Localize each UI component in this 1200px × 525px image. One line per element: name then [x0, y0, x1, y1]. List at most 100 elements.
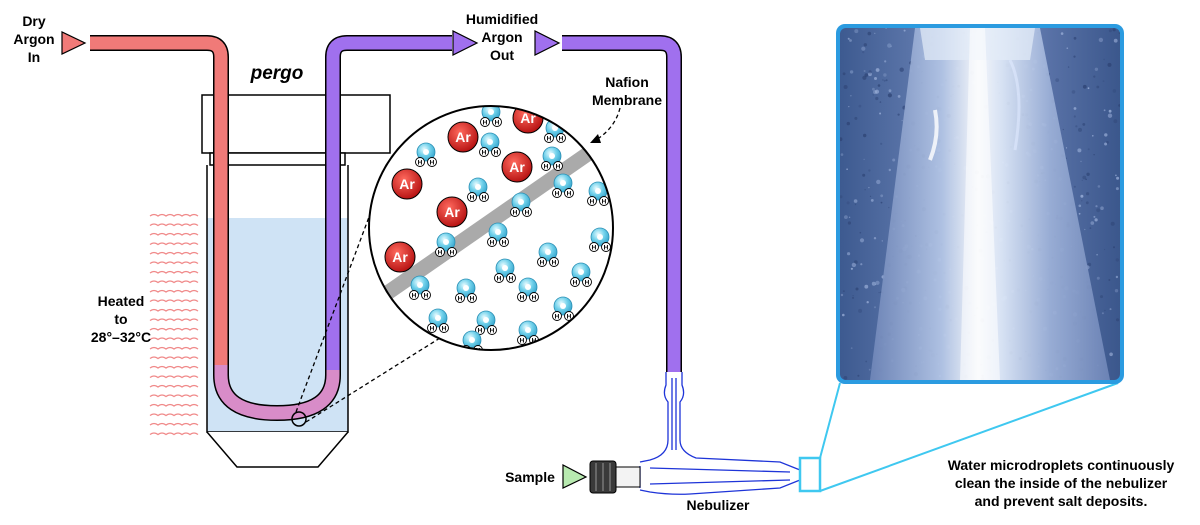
humid-argon-arrow-icon-2	[534, 30, 561, 56]
hydrogen-symbol-label: H	[520, 295, 525, 302]
heat-wave-line	[149, 223, 199, 227]
argon-symbol-label: Ar	[392, 249, 408, 265]
sample-connector	[589, 460, 641, 494]
heat-wave-line	[149, 337, 199, 341]
heat-wave-line	[149, 394, 199, 398]
hydrogen-symbol-label: H	[532, 295, 537, 302]
heat-wave-line	[149, 270, 199, 274]
sample-arrow-icon	[562, 464, 588, 489]
heat-wave-line	[149, 242, 199, 246]
heat-wave-line	[149, 280, 199, 284]
hydrogen-symbol-label: H	[430, 326, 435, 333]
argon-atom-icon: Ar	[391, 168, 423, 200]
hydrogen-symbol-label: H	[559, 136, 564, 143]
hydrogen-symbol-label: H	[590, 199, 595, 206]
argon-symbol-label: Ar	[455, 129, 471, 145]
hydrogen-symbol-label: H	[502, 240, 507, 247]
dry-argon-label-line1: Dry	[22, 13, 46, 29]
argon-atom-icon: Ar	[447, 121, 479, 153]
humid-label-line2: Argon	[481, 29, 522, 45]
nafion-pointer	[595, 107, 621, 141]
hydrogen-symbol-label: H	[470, 296, 475, 303]
heated-label-line3: 28°–32°C	[91, 329, 151, 345]
hydrogen-symbol-label: H	[424, 293, 429, 300]
sample-label: Sample	[505, 469, 555, 485]
humid-label-line1: Humidified	[466, 11, 538, 27]
nafion-pointer-head-icon	[590, 134, 601, 143]
hydrogen-symbol-label: H	[552, 260, 557, 267]
hydrogen-symbol-label: H	[509, 276, 514, 283]
hydrogen-symbol-label: H	[592, 245, 597, 252]
hydrogen-symbol-label: H	[573, 280, 578, 287]
heat-wave-line	[149, 356, 199, 360]
argon-symbol-label: Ar	[399, 176, 415, 192]
hydrogen-symbol-label: H	[490, 240, 495, 247]
vessel-bottom	[206, 431, 349, 468]
heat-wave-line	[149, 213, 199, 217]
nafion-label-line2: Membrane	[592, 92, 662, 108]
heat-wave-line	[149, 384, 199, 388]
argon-symbol-label: Ar	[444, 204, 460, 220]
u-tube-submerged	[213, 365, 341, 422]
heat-wave-line	[149, 308, 199, 312]
hydrogen-symbol-label: H	[585, 280, 590, 287]
hydrogen-symbol-label: H	[513, 210, 518, 217]
heat-wave-line	[149, 375, 199, 379]
caption: Water microdroplets continuously clean t…	[948, 457, 1175, 509]
caption-line3: and prevent salt deposits.	[975, 493, 1148, 509]
hydrogen-symbol-label: H	[430, 160, 435, 167]
caption-line2: clean the inside of the nebulizer	[955, 475, 1168, 491]
hydrogen-symbol-label: H	[470, 195, 475, 202]
argon-atom-icon: Ar	[436, 196, 468, 228]
hydrogen-symbol-label: H	[458, 296, 463, 303]
nafion-label-line1: Nafion	[605, 74, 649, 90]
heat-wave-line	[149, 299, 199, 303]
heat-wave-line	[149, 289, 199, 293]
humid-label-line3: Out	[490, 47, 514, 63]
vessel-cap	[201, 94, 391, 154]
humidified-argon-tube	[325, 35, 452, 370]
hydrogen-symbol-label: H	[490, 328, 495, 335]
hydrogen-symbol-label: H	[604, 245, 609, 252]
heated-label-line2: to	[114, 311, 127, 327]
dry-argon-tube	[90, 35, 229, 370]
hydrogen-symbol-label: H	[602, 199, 607, 206]
nafion-label: Nafion Membrane	[592, 74, 662, 108]
caption-line1: Water microdroplets continuously	[948, 457, 1175, 473]
heat-waves-icon	[149, 213, 199, 436]
humidified-argon-label: Humidified Argon Out	[466, 11, 538, 63]
heated-label: Heated to 28°–32°C	[91, 293, 151, 345]
zoom-line-top	[295, 192, 379, 413]
nebulizer-photo	[836, 24, 1124, 384]
hydrogen-symbol-label: H	[483, 120, 488, 127]
vessel-neck	[209, 152, 346, 166]
argon-symbol-label: Ar	[509, 159, 525, 175]
hydrogen-symbol-label: H	[482, 195, 487, 202]
heat-wave-line	[149, 318, 199, 322]
heat-wave-line	[149, 432, 199, 436]
heated-label-line1: Heated	[98, 293, 145, 309]
hydrogen-symbol-label: H	[418, 160, 423, 167]
heat-wave-line	[149, 422, 199, 426]
hydrogen-symbol-label: H	[555, 191, 560, 198]
hydrogen-symbol-label: H	[494, 150, 499, 157]
argon-atom-icon: Ar	[501, 151, 533, 183]
